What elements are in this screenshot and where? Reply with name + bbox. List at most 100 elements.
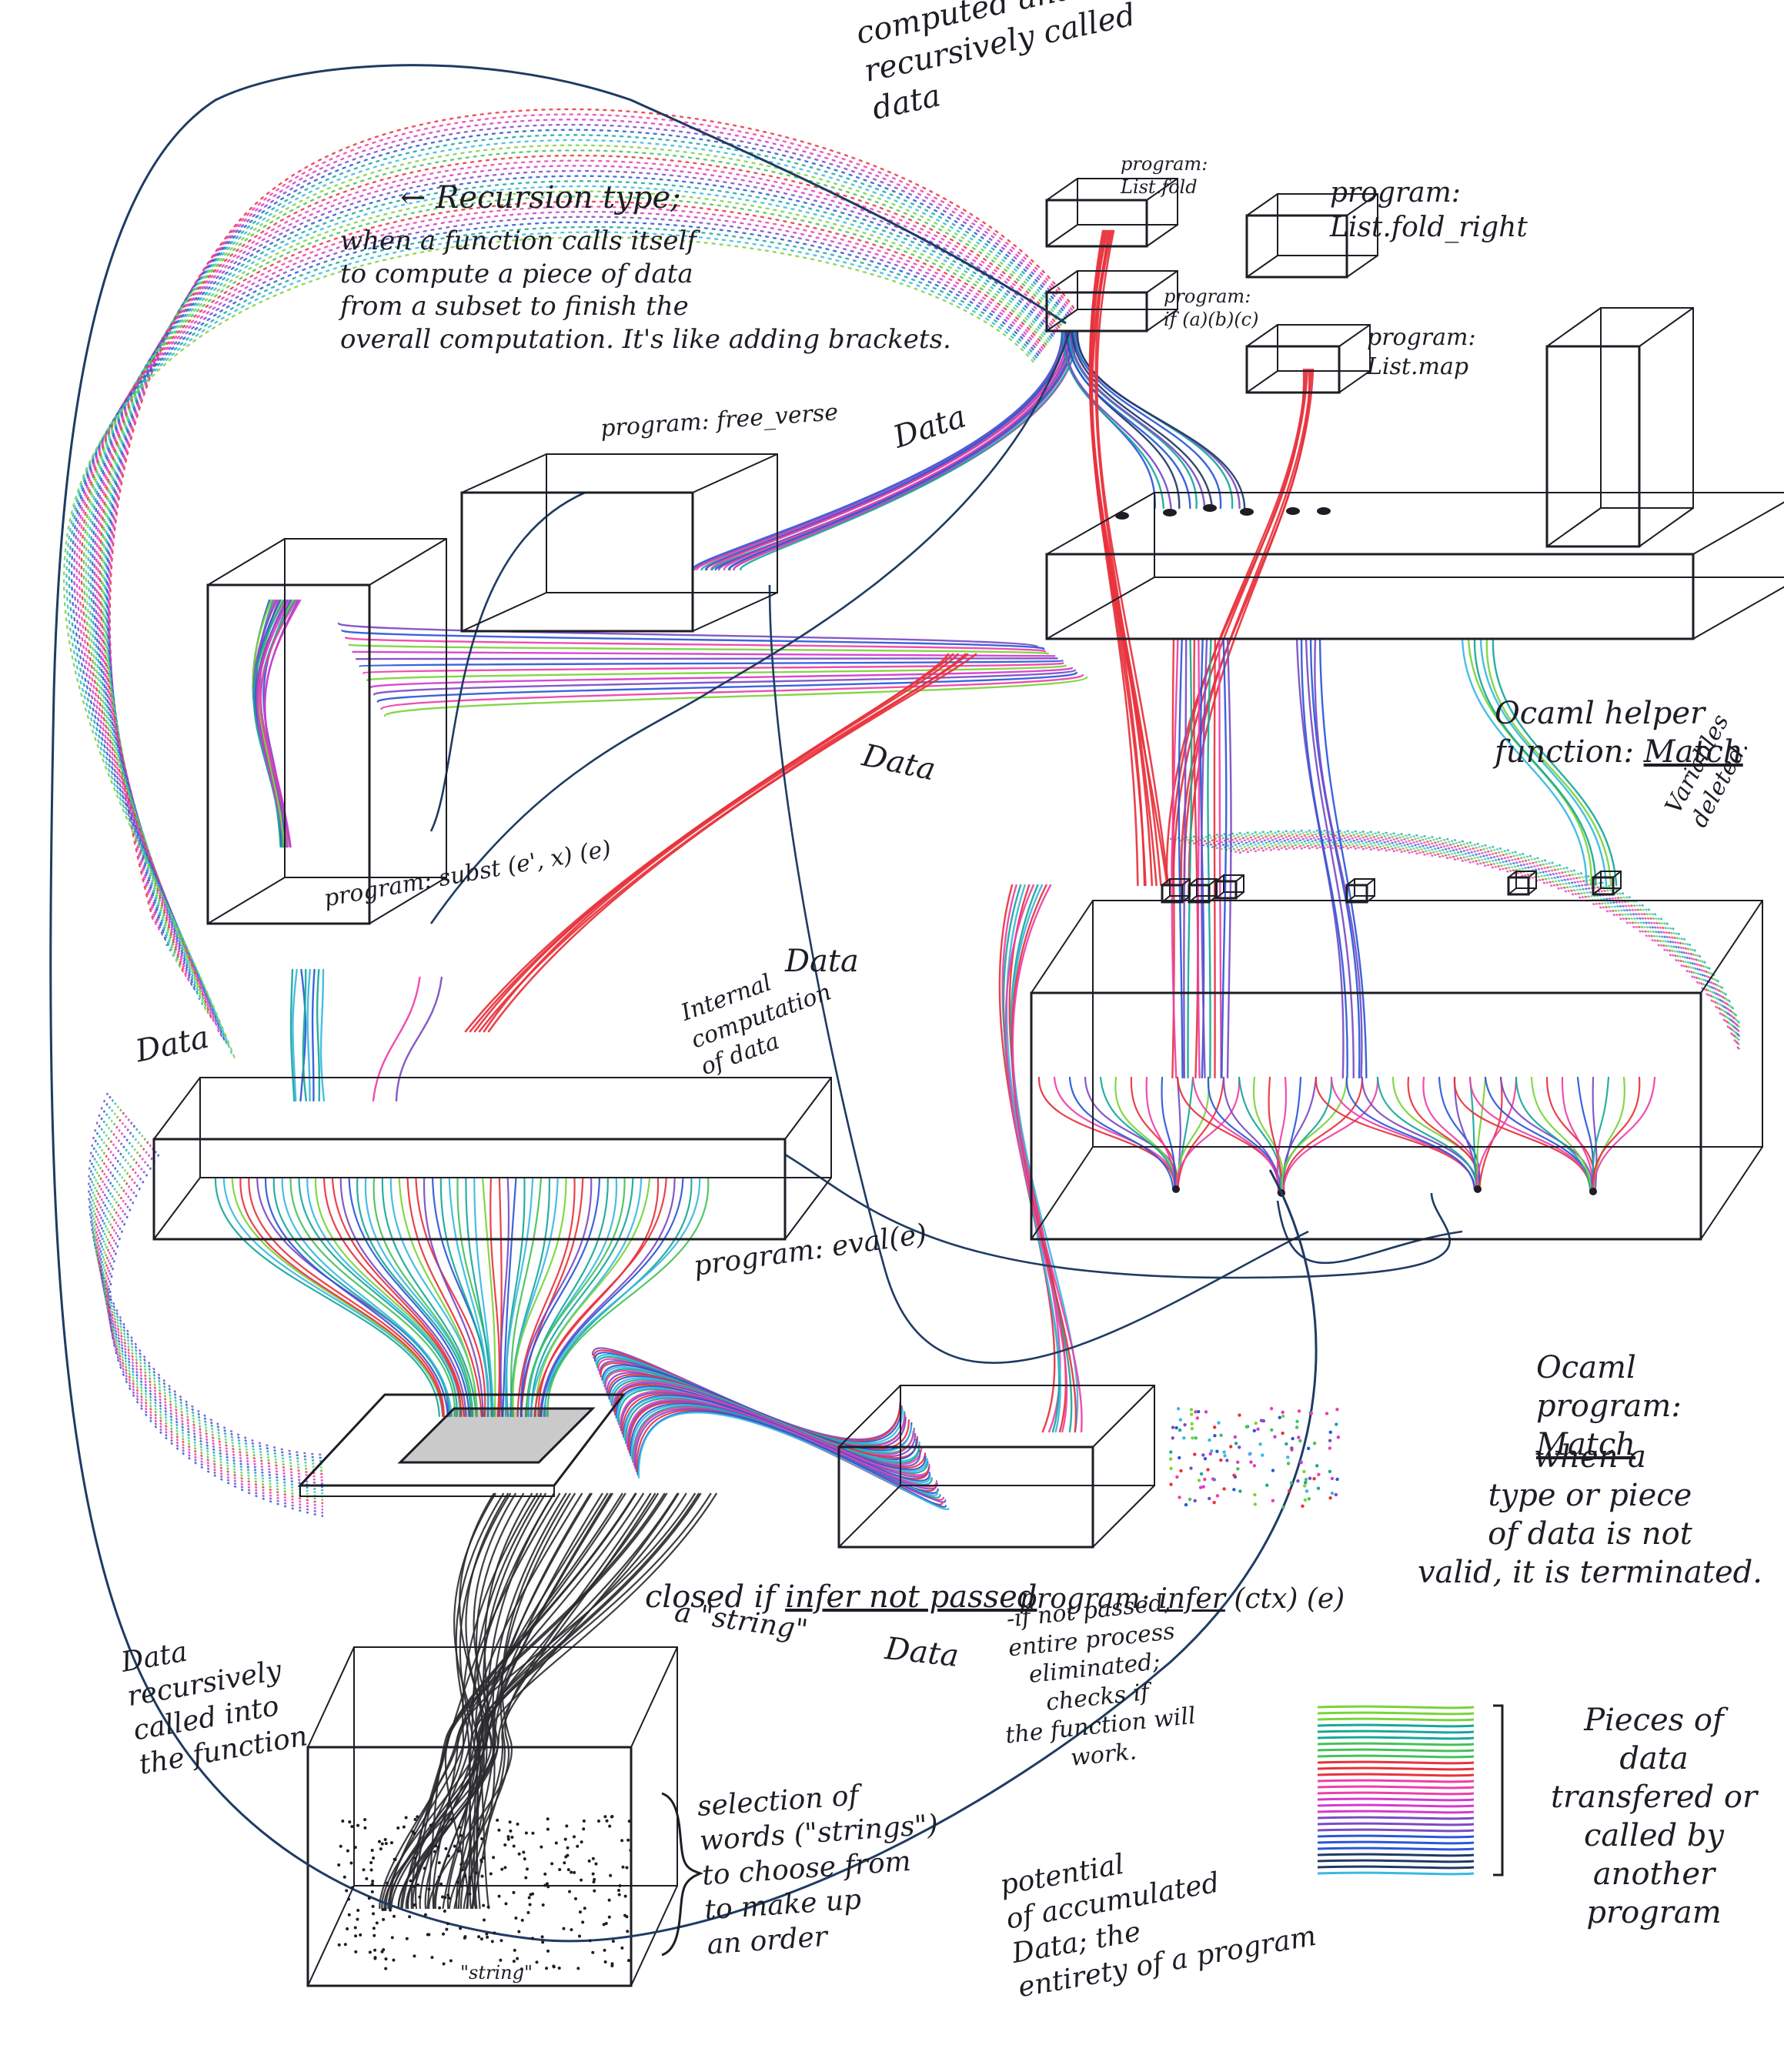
wire-subst-to-eval <box>299 968 307 1102</box>
wire-eval-to-helper <box>478 653 967 1033</box>
string-dot <box>591 1872 595 1876</box>
wire-subst-to-helper <box>359 660 1064 667</box>
dotted-loop-left <box>95 1111 324 1475</box>
legend-line <box>1317 1816 1475 1820</box>
terminated-dot <box>1232 1473 1236 1478</box>
terminated-dot <box>1217 1421 1221 1425</box>
string-dot <box>479 1858 483 1862</box>
wire-subst-bundle <box>263 599 302 848</box>
string-dot <box>540 1845 543 1849</box>
navy-link <box>784 1153 1451 1279</box>
connector-cube-edge-3 <box>1592 887 1602 895</box>
string-dot <box>626 1838 630 1842</box>
wire-eval-fan-out <box>398 1176 478 1418</box>
wire-match-converge <box>1099 1076 1178 1191</box>
connector-cube-edge-1 <box>1235 874 1244 882</box>
free-verse-box-edge-0 <box>461 453 547 493</box>
terminated-dot <box>1256 1427 1260 1432</box>
match-box-edge-3 <box>1031 1146 1094 1240</box>
wire-hub-to-helper <box>1072 329 1222 510</box>
string-dot <box>369 1861 373 1865</box>
string-dot <box>449 1959 453 1963</box>
terminated-dot <box>1236 1460 1240 1464</box>
string-dot <box>588 1939 592 1943</box>
ocaml-program-text: Ocaml program: <box>1536 1350 1682 1424</box>
terminated-dot <box>1253 1492 1257 1497</box>
infer-not-passed-text: infer not passed <box>785 1579 1037 1615</box>
wire-hub-to-helper <box>1067 329 1191 510</box>
string-dot <box>562 1927 566 1930</box>
wire-helper-to-match <box>1183 637 1188 1079</box>
dotted-loop-top <box>95 165 1057 984</box>
connector-cube-edge-0 <box>1592 871 1602 878</box>
connector-cube-edge-1 <box>1528 871 1537 878</box>
wire-eval-fan-out <box>530 1176 634 1418</box>
terminated-dot <box>1253 1502 1258 1506</box>
wire-subst-to-helper <box>352 650 1056 657</box>
wire-match-converge <box>1068 1076 1174 1191</box>
wire-match-converge <box>1592 1076 1656 1193</box>
string-dot <box>482 1918 486 1922</box>
terminated-dot <box>1208 1452 1212 1456</box>
string-dot <box>564 1855 568 1859</box>
terminated-dot <box>1248 1452 1251 1456</box>
wire-subst-to-helper <box>348 643 1050 655</box>
terminated-dot <box>1303 1498 1308 1502</box>
string-dot <box>557 1966 561 1970</box>
string-dot <box>408 1915 412 1919</box>
dotted-loop-top <box>99 154 1061 974</box>
string-dot <box>423 1913 427 1917</box>
string-dot <box>618 1883 622 1887</box>
dotted-loop-right <box>1215 841 1741 1043</box>
terminated-dot <box>1312 1476 1316 1481</box>
legend-line <box>1317 1834 1475 1839</box>
string-dot <box>447 1897 451 1900</box>
wire-eval-fan-out <box>381 1176 477 1418</box>
wire-subst-to-helper <box>373 669 1077 696</box>
wire-match-converge <box>1592 1076 1610 1193</box>
terminated-dot <box>1286 1462 1291 1465</box>
string-cube-edge-1 <box>630 1646 678 1748</box>
dotted-loop-right <box>1238 847 1741 1052</box>
infer-program-prefix: program: <box>1019 1583 1159 1615</box>
helper-elbow-box-edge-1 <box>1639 307 1694 347</box>
string-dot <box>341 1819 345 1823</box>
connector-cube-edge-2 <box>1235 891 1244 899</box>
string-dot <box>372 1856 376 1860</box>
dotted-loop-top <box>89 180 1052 1001</box>
wire-helper-to-match <box>1171 637 1179 1079</box>
wire-eval-fan-out <box>527 1176 618 1418</box>
wire-subst-to-helper <box>362 662 1064 674</box>
outer-boundary-path <box>49 64 1318 1943</box>
wire-hub-to-helper <box>1067 329 1198 510</box>
dotted-loop-right <box>1178 832 1741 1028</box>
helper-elbow-box-edge-0 <box>1546 307 1602 347</box>
if-box-edge-0 <box>1046 270 1078 293</box>
terminated-dot <box>1196 1409 1201 1414</box>
terminated-note: when a type or piece of data is not vali… <box>1418 1439 1762 1590</box>
string-dot <box>356 1908 360 1912</box>
legend-line <box>1317 1810 1475 1814</box>
string-dot <box>443 1909 446 1913</box>
string-dot <box>445 1927 449 1931</box>
terminated-dot <box>1325 1412 1329 1415</box>
wire-subst-to-eval <box>319 968 326 1102</box>
dotted-loop-top <box>78 206 1044 1028</box>
string-strand <box>446 1492 702 1910</box>
wire-eval-fan-out <box>520 1176 584 1418</box>
wire-eval-fan-out <box>248 1176 445 1418</box>
wire-subst-to-helper <box>376 671 1077 703</box>
terminated-dot <box>1281 1414 1285 1419</box>
terminated-dot <box>1191 1436 1194 1440</box>
connector-cube-edge-3 <box>1346 895 1355 903</box>
dotted-loop-right <box>1174 830 1741 1026</box>
string-strand <box>444 1492 668 1910</box>
string-dot <box>580 1840 583 1844</box>
wire-match-converge <box>1281 1076 1348 1195</box>
wire-subst-to-helper <box>355 657 1058 660</box>
wire-helper-to-match-right <box>1309 637 1361 1079</box>
wire-helper-to-match <box>1197 637 1201 1079</box>
string-dot <box>625 1866 629 1870</box>
string-dot <box>380 1842 384 1846</box>
string-dot <box>369 1868 373 1872</box>
